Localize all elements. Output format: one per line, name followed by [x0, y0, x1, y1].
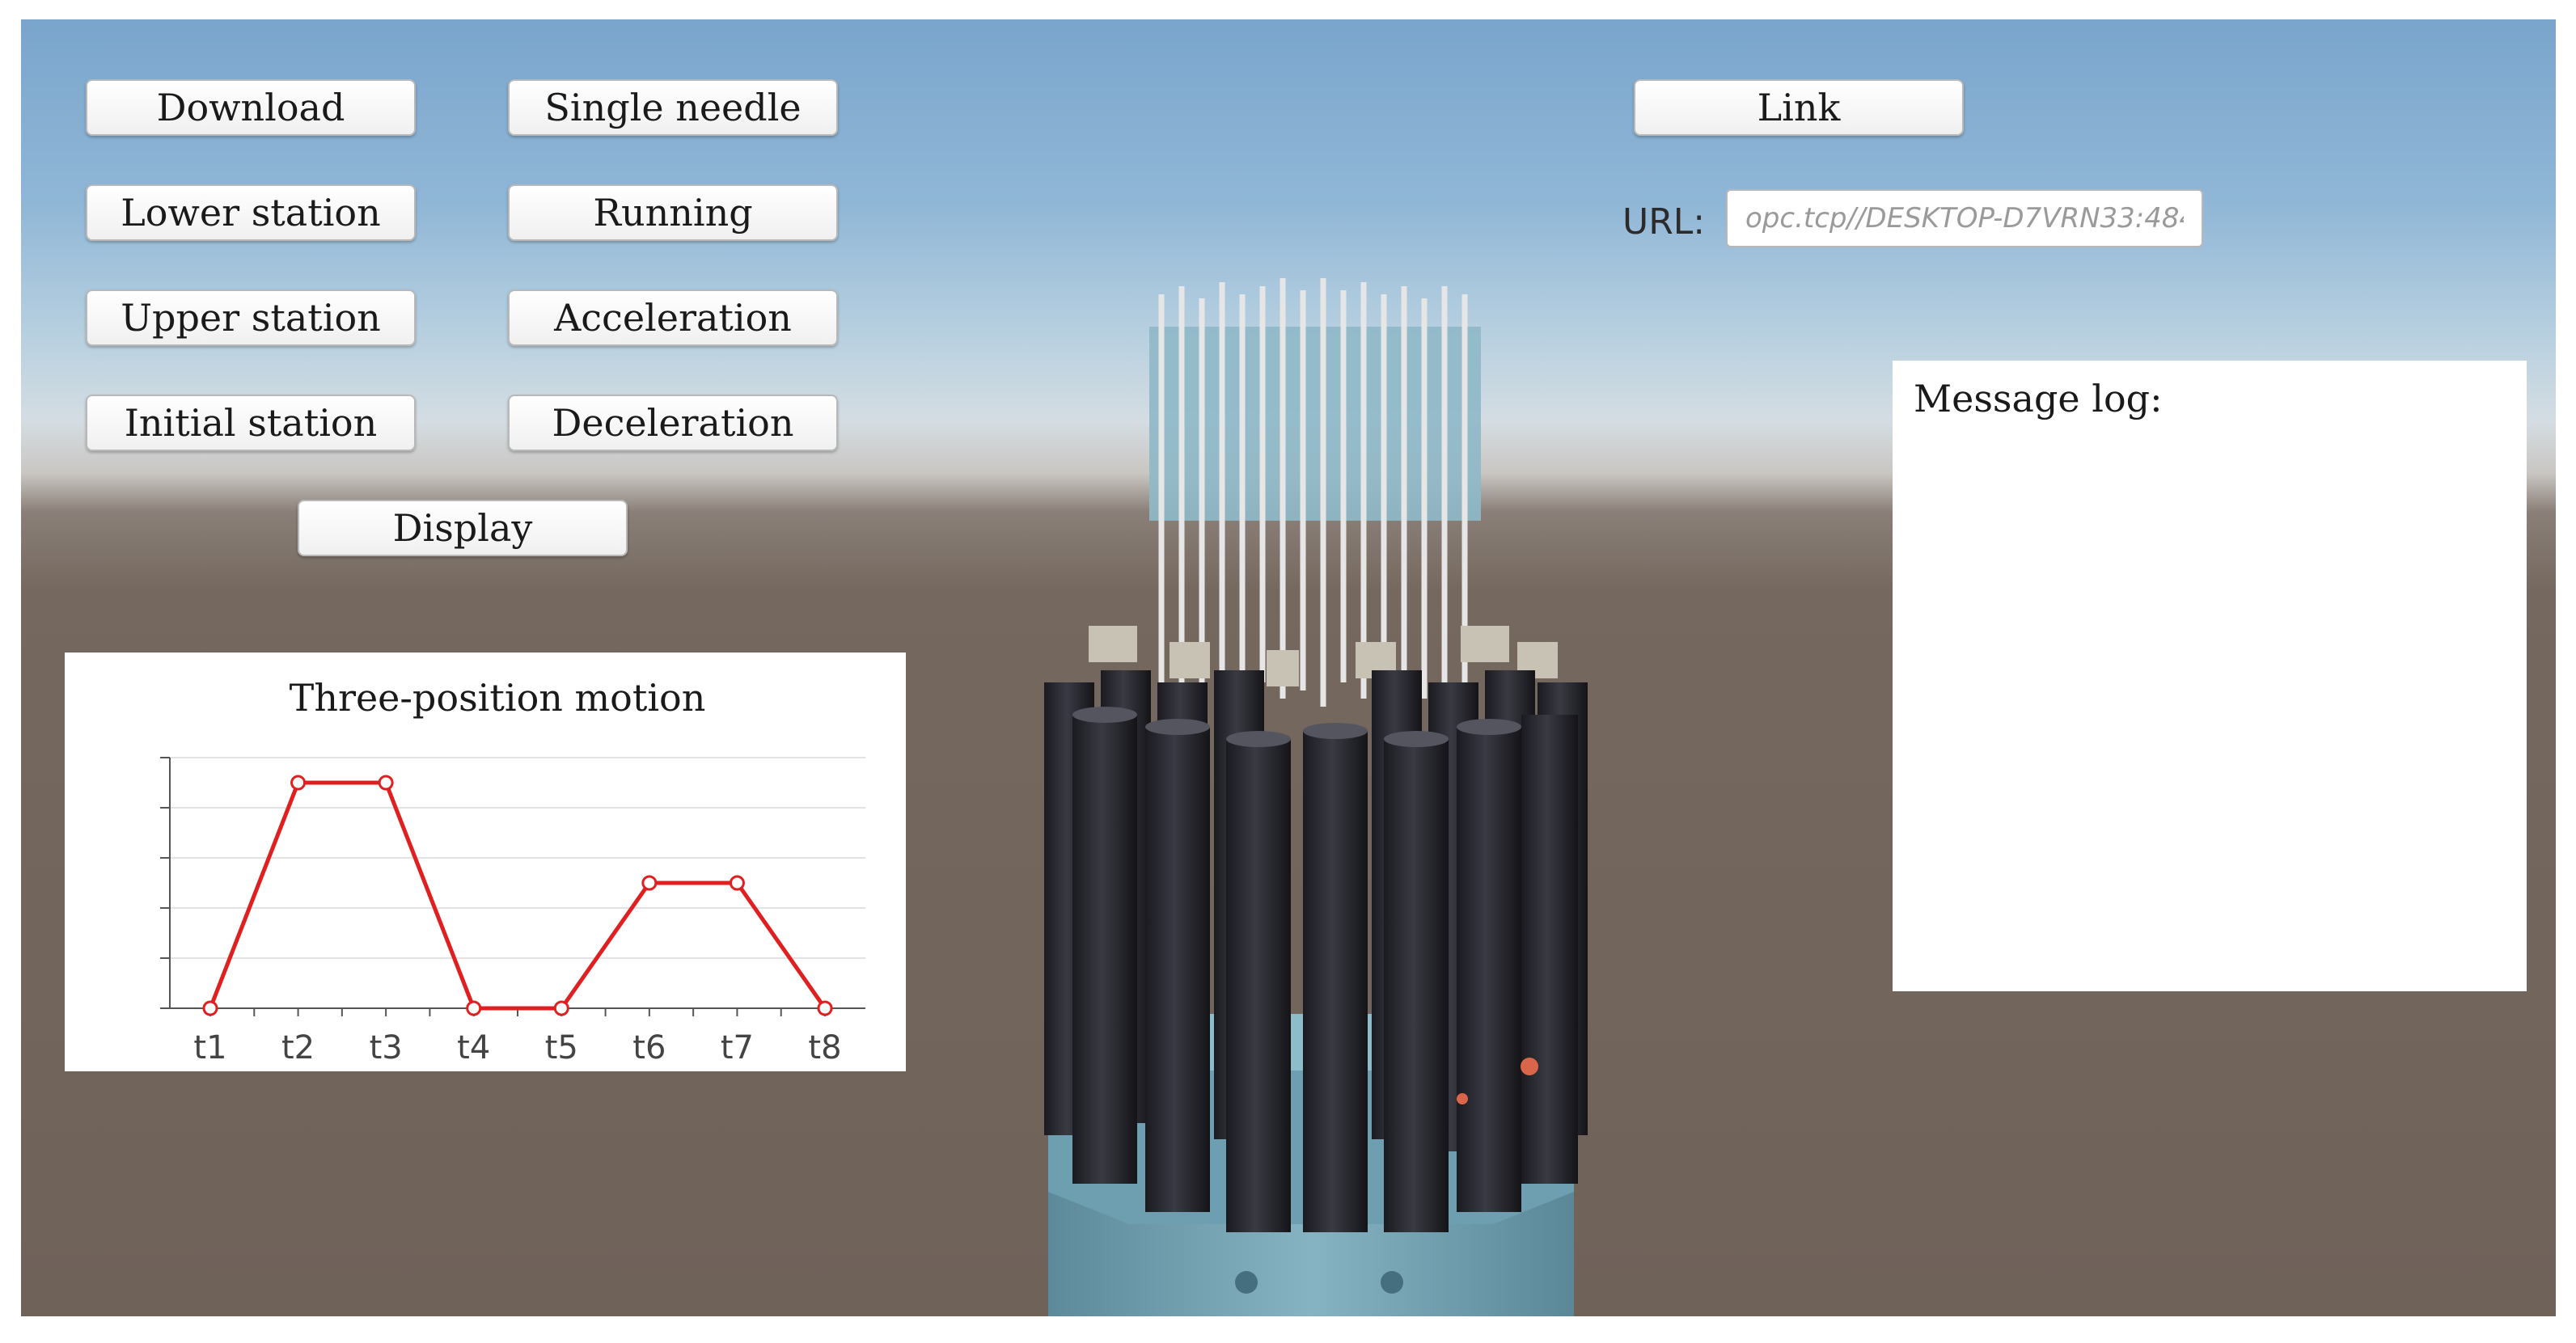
acceleration-button[interactable]: Acceleration — [508, 289, 838, 346]
chart-grid — [170, 757, 865, 959]
upper-station-button[interactable]: Upper station — [86, 289, 416, 346]
x-tick-label: t8 — [808, 1029, 841, 1066]
bolt-hole — [1381, 1271, 1403, 1294]
message-log-title: Message log: — [1914, 377, 2163, 420]
chart-title: Three-position motion — [290, 676, 706, 720]
series-line — [208, 780, 827, 1011]
url-input[interactable] — [1726, 189, 2203, 247]
data-point — [466, 1000, 482, 1016]
download-button[interactable]: Download — [86, 79, 416, 136]
lower-station-button[interactable]: Lower station — [86, 184, 416, 241]
x-tick-label: t3 — [370, 1029, 403, 1066]
data-point — [729, 875, 745, 891]
data-point — [290, 775, 307, 791]
deceleration-button[interactable]: Deceleration — [508, 395, 838, 451]
single-needle-button[interactable]: Single needle — [508, 79, 838, 136]
chart-axes — [160, 757, 865, 1016]
running-button[interactable]: Running — [508, 184, 838, 241]
x-tick-label: t5 — [545, 1029, 578, 1066]
x-tick-label: t1 — [193, 1029, 226, 1066]
display-button[interactable]: Display — [298, 500, 628, 556]
link-button[interactable]: Link — [1634, 79, 1964, 136]
data-point — [202, 1000, 218, 1016]
data-point — [641, 875, 658, 891]
x-tick-label: t2 — [281, 1029, 315, 1066]
data-point — [817, 1000, 833, 1016]
chart-series — [202, 775, 833, 1016]
chart-x-tick-labels: t1 t2 t3 t4 t5 t6 t7 t8 — [193, 1029, 841, 1066]
motion-chart: Three-position motion t1 t2 t3 t4 t5 t6 t7 t8 — [160, 676, 865, 1066]
message-log-panel: Message log: — [1893, 361, 2527, 991]
bolt-hole — [1235, 1271, 1258, 1294]
x-tick-label: t7 — [721, 1029, 754, 1066]
3d-viewport[interactable]: Download Single needle Lower station Run… — [21, 19, 2556, 1316]
initial-station-button[interactable]: Initial station — [86, 395, 416, 451]
needle-array — [1158, 278, 1468, 707]
url-label: URL: — [1622, 201, 1706, 243]
x-tick-label: t6 — [632, 1029, 666, 1066]
data-point — [378, 775, 394, 791]
data-point — [553, 1000, 569, 1016]
cylinder-array — [1044, 670, 1588, 1232]
x-tick-label: t4 — [457, 1029, 490, 1066]
motion-chart-panel: Three-position motion t1 t2 t3 t4 t5 t6 t7 t8 — [65, 652, 906, 1071]
machine-model — [1044, 278, 1588, 1316]
